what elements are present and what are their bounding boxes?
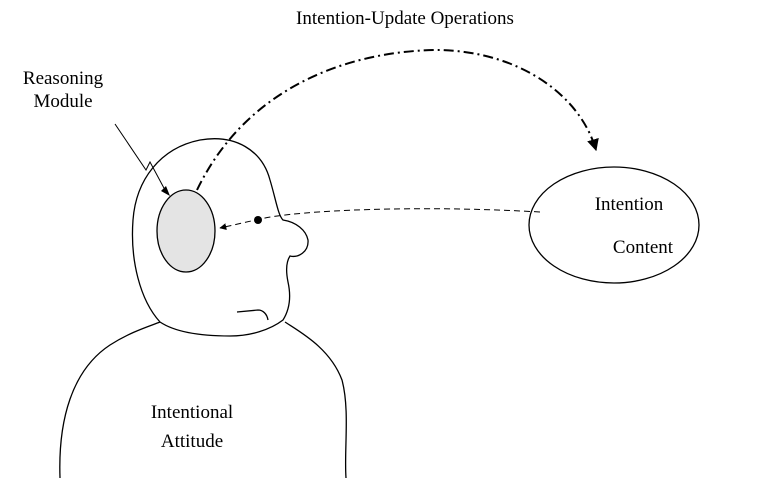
attitude-label-line1: Intentional bbox=[151, 402, 233, 423]
reasoning-module-ellipse bbox=[156, 189, 216, 273]
reasoning-leader-arrowhead bbox=[161, 186, 170, 196]
mouth-line bbox=[236, 309, 269, 321]
head-outline bbox=[131, 138, 309, 337]
intention-content-ellipse bbox=[528, 166, 700, 284]
operations-label: Intention-Update Operations bbox=[296, 8, 514, 29]
reasoning-label-line2: Module bbox=[33, 91, 92, 112]
intention-label-line1: Intention bbox=[595, 194, 664, 215]
intention-label-line2: Content bbox=[613, 237, 674, 258]
attitude-label-line2: Attitude bbox=[161, 431, 223, 452]
reasoning-label-line1: Reasoning bbox=[23, 68, 104, 89]
reasoning-leader-line bbox=[114, 123, 166, 191]
intention-update-arrow bbox=[196, 48, 599, 191]
eye-dot bbox=[254, 216, 262, 224]
body-outline bbox=[59, 321, 347, 479]
